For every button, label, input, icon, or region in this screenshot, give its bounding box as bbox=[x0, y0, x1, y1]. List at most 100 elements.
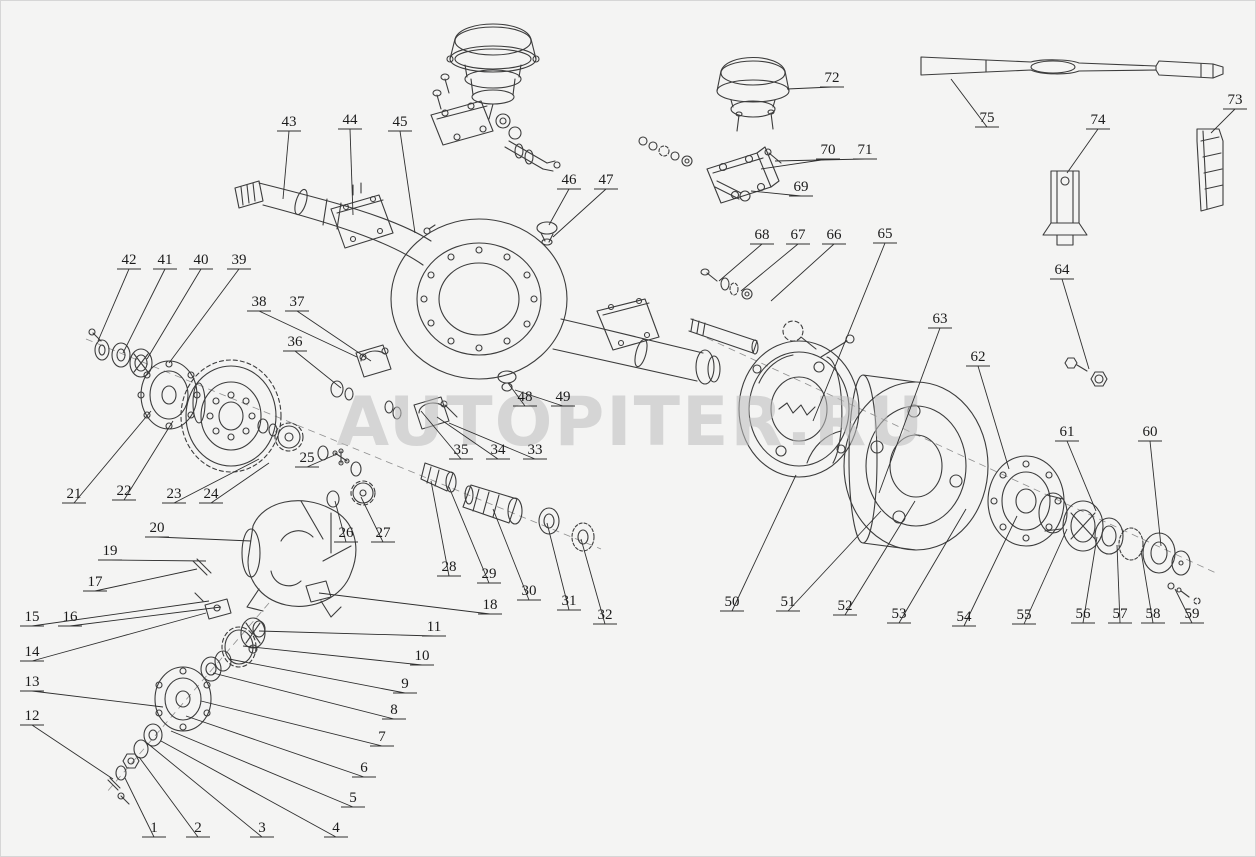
part-label-50[interactable]: 50 bbox=[720, 474, 797, 612]
part-label-14[interactable]: 14 bbox=[20, 612, 207, 662]
part-label-8[interactable]: 8 bbox=[212, 672, 406, 720]
part-label-1[interactable]: 1 bbox=[124, 777, 166, 838]
part-label-61[interactable]: 61 bbox=[1055, 424, 1097, 512]
part-label-42[interactable]: 42 bbox=[97, 252, 141, 342]
part-label-13[interactable]: 13 bbox=[20, 674, 164, 708]
part-label-47[interactable]: 47 bbox=[552, 172, 618, 238]
part-label-41[interactable]: 41 bbox=[122, 252, 177, 354]
part-label-27[interactable]: 27 bbox=[360, 496, 395, 543]
part-label-17[interactable]: 17 bbox=[83, 568, 198, 592]
part-label-30[interactable]: 30 bbox=[492, 508, 541, 601]
part-label-75[interactable]: 75 bbox=[950, 78, 999, 128]
part-number: 56 bbox=[1076, 606, 1092, 622]
part-label-15[interactable]: 15 bbox=[20, 600, 210, 627]
part-label-18[interactable]: 18 bbox=[318, 592, 502, 615]
part-label-63[interactable]: 63 bbox=[878, 311, 952, 494]
part-label-45[interactable]: 45 bbox=[388, 114, 416, 234]
part-label-39[interactable]: 39 bbox=[168, 252, 251, 364]
part-number: 21 bbox=[67, 486, 82, 502]
part-number: 30 bbox=[522, 583, 537, 599]
part-label-43[interactable]: 43 bbox=[277, 114, 301, 200]
fastener-row bbox=[700, 268, 753, 300]
part-label-37[interactable]: 37 bbox=[285, 294, 372, 362]
part-label-9[interactable]: 9 bbox=[228, 658, 417, 694]
part-label-19[interactable]: 19 bbox=[98, 543, 207, 562]
part-label-48[interactable]: 48 bbox=[507, 382, 537, 407]
part-label-73[interactable]: 73 bbox=[1210, 92, 1247, 134]
part-label-4[interactable]: 4 bbox=[160, 740, 348, 838]
part-label-70[interactable]: 70 bbox=[760, 142, 840, 170]
part-label-12[interactable]: 12 bbox=[20, 708, 114, 780]
part-label-66[interactable]: 66 bbox=[770, 227, 846, 302]
part-label-34[interactable]: 34 bbox=[436, 416, 510, 460]
part-label-32[interactable]: 32 bbox=[580, 538, 617, 625]
part-number: 70 bbox=[821, 142, 836, 158]
part-label-74[interactable]: 74 bbox=[1066, 112, 1110, 174]
part-label-24[interactable]: 24 bbox=[199, 462, 270, 504]
part-label-35[interactable]: 35 bbox=[420, 410, 473, 460]
part-number: 28 bbox=[442, 559, 457, 575]
part-label-55[interactable]: 55 bbox=[1012, 528, 1068, 625]
part-label-7[interactable]: 7 bbox=[200, 700, 394, 747]
part-label-22[interactable]: 22 bbox=[112, 420, 174, 501]
part-number: 18 bbox=[483, 597, 498, 613]
part-number: 64 bbox=[1055, 262, 1071, 278]
part-label-69[interactable]: 69 bbox=[750, 179, 813, 197]
part-label-46[interactable]: 46 bbox=[548, 172, 581, 226]
part-label-68[interactable]: 68 bbox=[718, 227, 774, 282]
part-label-57[interactable]: 57 bbox=[1108, 544, 1132, 624]
part-label-21[interactable]: 21 bbox=[62, 410, 152, 504]
part-label-6[interactable]: 6 bbox=[185, 715, 376, 778]
part-label-44[interactable]: 44 bbox=[338, 112, 362, 216]
part-label-67[interactable]: 67 bbox=[740, 227, 810, 292]
part-number: 63 bbox=[933, 311, 948, 327]
part-label-58[interactable]: 58 bbox=[1140, 550, 1165, 624]
part-label-51[interactable]: 51 bbox=[776, 510, 882, 612]
part-label-36[interactable]: 36 bbox=[283, 334, 342, 389]
part-number: 52 bbox=[838, 598, 853, 614]
part-number: 34 bbox=[491, 442, 507, 458]
part-label-38[interactable]: 38 bbox=[247, 294, 358, 358]
part-label-31[interactable]: 31 bbox=[546, 522, 581, 611]
part-label-54[interactable]: 54 bbox=[952, 515, 1018, 627]
part-label-64[interactable]: 64 bbox=[1050, 262, 1090, 370]
part-label-5[interactable]: 5 bbox=[170, 730, 365, 808]
part-number: 27 bbox=[376, 525, 392, 541]
part-label-20[interactable]: 20 bbox=[145, 520, 252, 542]
part-label-65[interactable]: 65 bbox=[812, 226, 897, 422]
part-label-29[interactable]: 29 bbox=[448, 486, 501, 584]
part-number: 19 bbox=[103, 543, 118, 559]
part-number: 55 bbox=[1017, 607, 1032, 623]
part-label-60[interactable]: 60 bbox=[1138, 424, 1162, 547]
part-label-49[interactable]: 49 bbox=[514, 389, 575, 407]
part-number: 42 bbox=[122, 252, 137, 268]
part-label-28[interactable]: 28 bbox=[430, 480, 461, 577]
part-label-25[interactable]: 25 bbox=[295, 450, 338, 468]
strap-73 bbox=[1196, 128, 1224, 212]
part-label-2[interactable]: 2 bbox=[138, 756, 210, 838]
part-label-40[interactable]: 40 bbox=[146, 252, 213, 360]
part-label-11[interactable]: 11 bbox=[258, 619, 446, 637]
part-label-72[interactable]: 72 bbox=[786, 70, 844, 90]
part-number: 2 bbox=[194, 820, 202, 836]
part-label-23[interactable]: 23 bbox=[162, 458, 260, 504]
axle-assembly-drawing bbox=[88, 23, 1224, 805]
part-label-33[interactable]: 33 bbox=[448, 422, 547, 460]
part-number: 8 bbox=[390, 702, 398, 718]
brake-chamber-right bbox=[638, 56, 790, 204]
part-label-3[interactable]: 3 bbox=[146, 742, 274, 838]
differential-carrier bbox=[241, 500, 357, 618]
part-label-71[interactable]: 71 bbox=[774, 142, 877, 162]
part-label-52[interactable]: 52 bbox=[833, 500, 916, 616]
brake-chamber-top bbox=[430, 23, 561, 172]
part-number: 12 bbox=[25, 708, 40, 724]
part-number: 9 bbox=[401, 676, 409, 692]
part-label-53[interactable]: 53 bbox=[887, 508, 967, 624]
part-label-16[interactable]: 16 bbox=[58, 606, 222, 627]
part-label-10[interactable]: 10 bbox=[242, 645, 434, 666]
part-label-62[interactable]: 62 bbox=[966, 349, 1010, 470]
part-label-56[interactable]: 56 bbox=[1071, 536, 1098, 624]
part-label-59[interactable]: 59 bbox=[1174, 588, 1204, 624]
part-label-26[interactable]: 26 bbox=[334, 500, 358, 543]
